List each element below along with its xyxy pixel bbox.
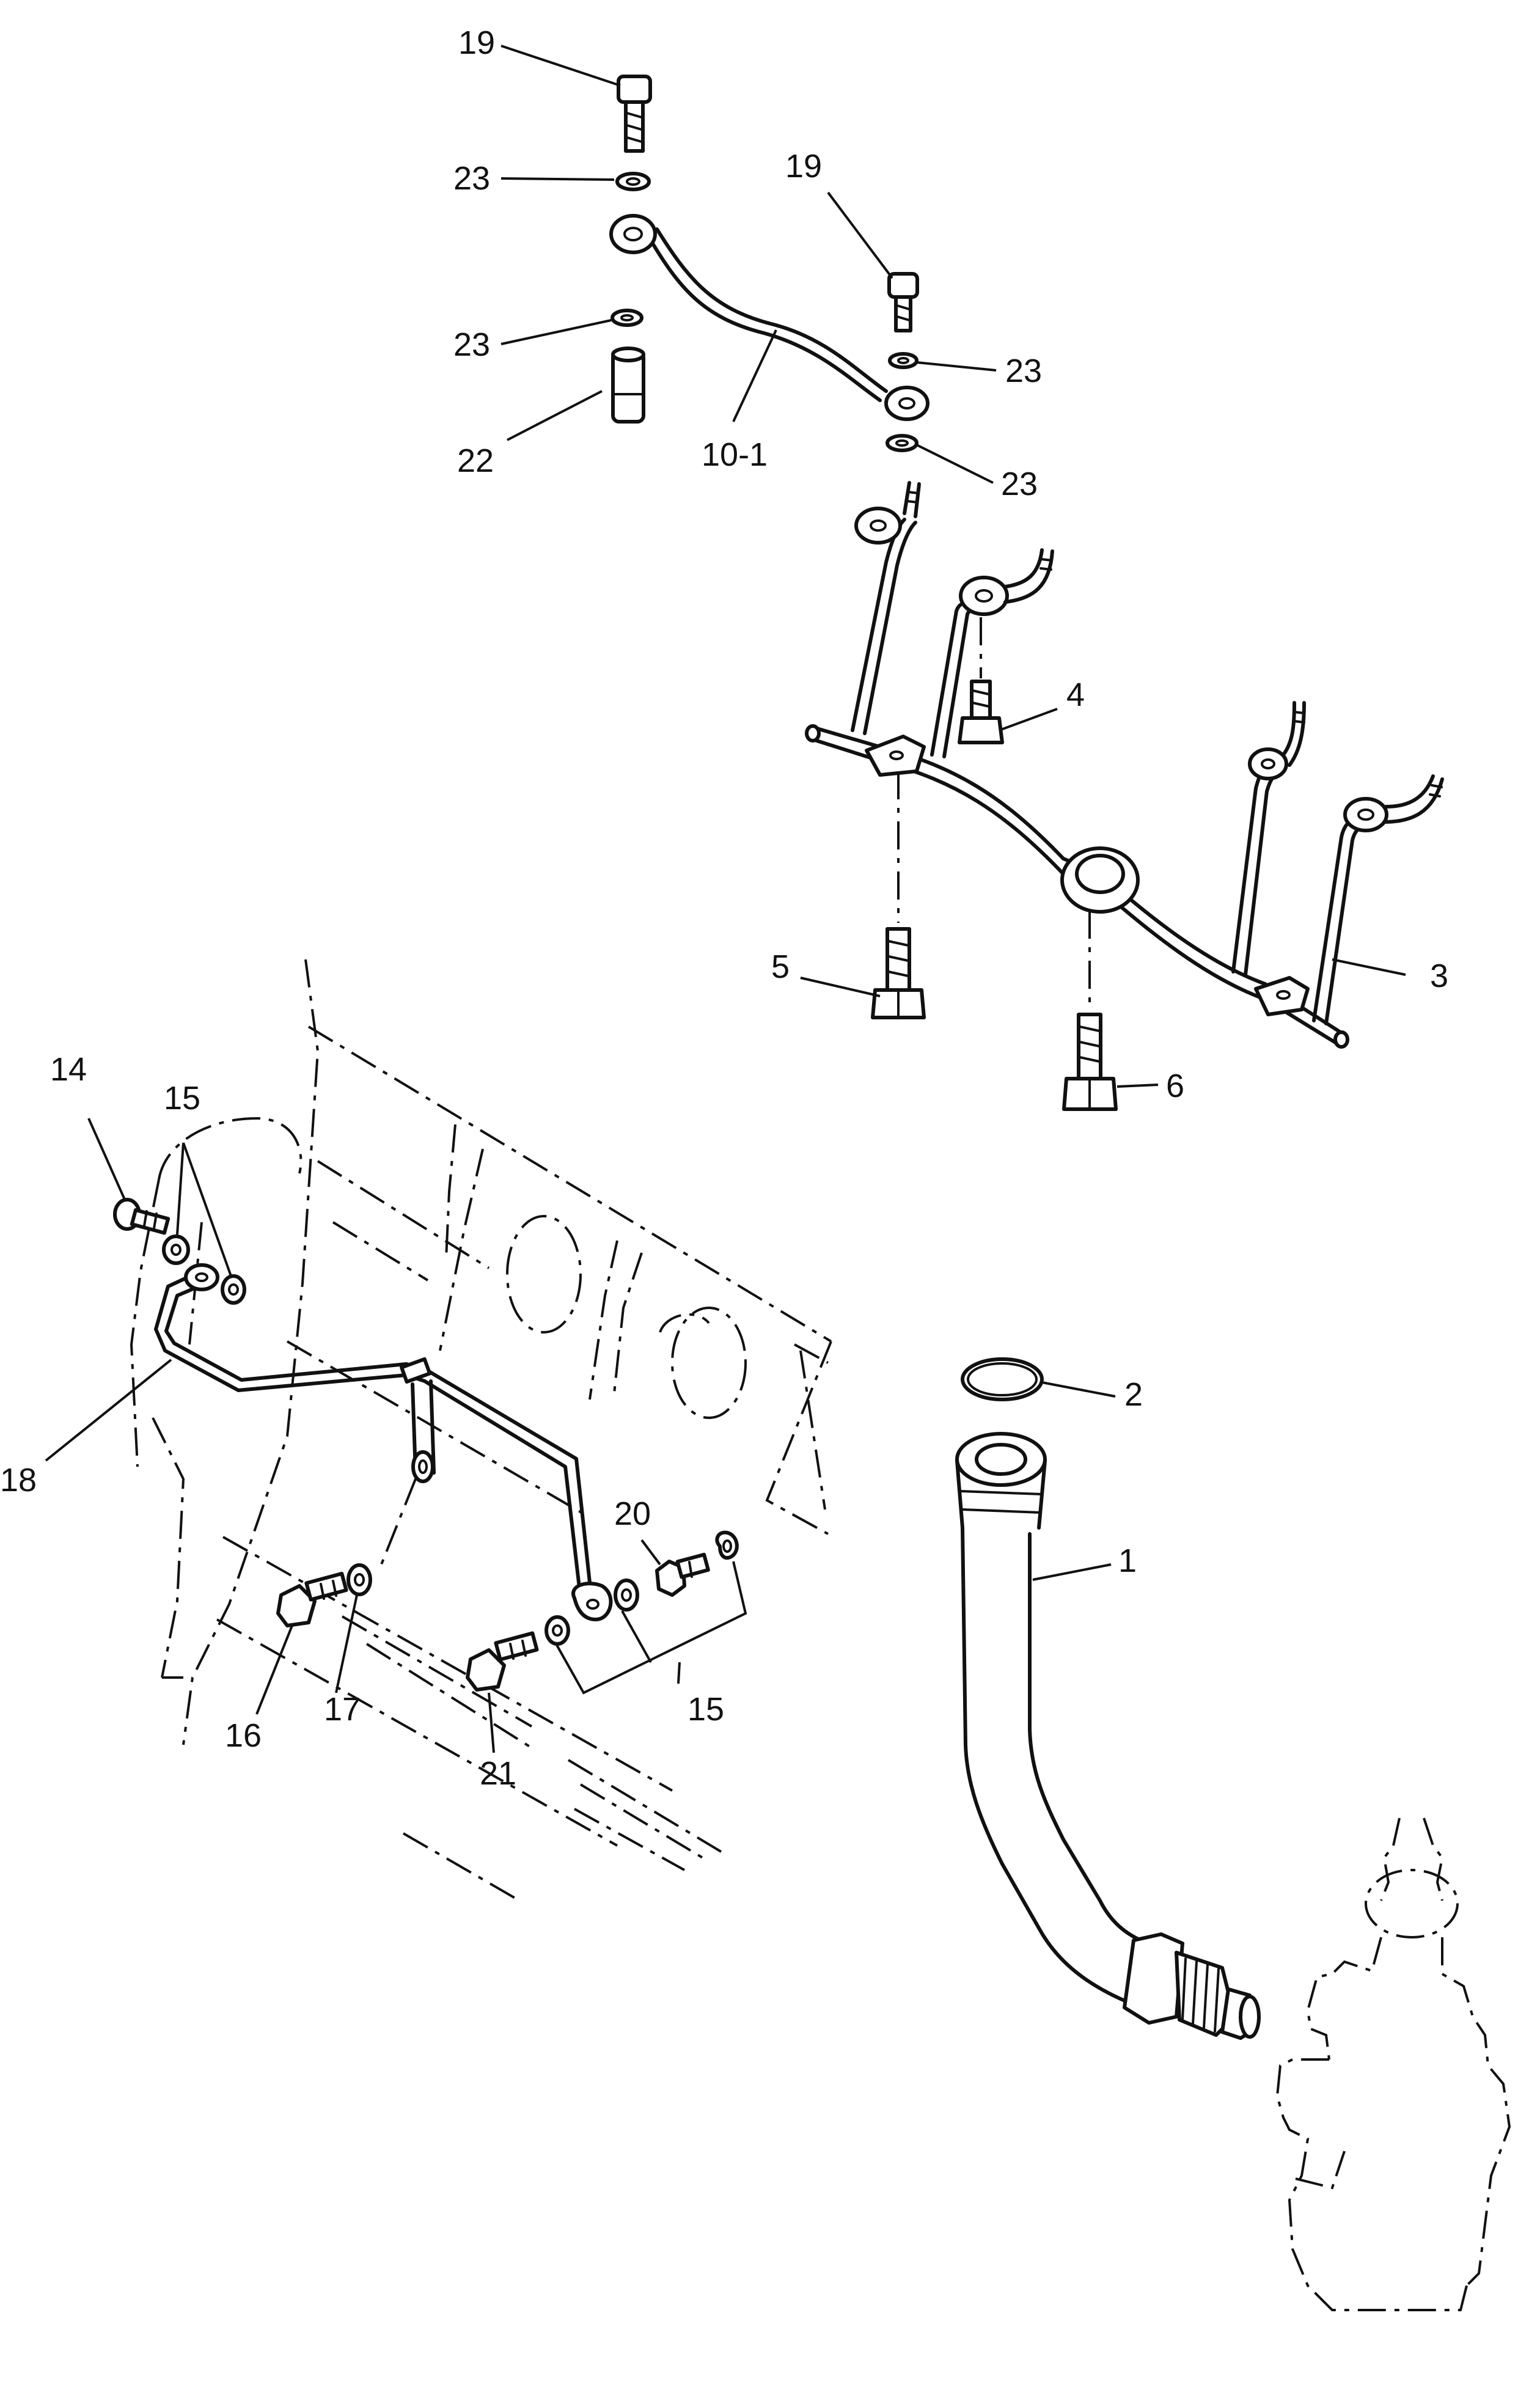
callout-1: 1	[1118, 1542, 1137, 1579]
center-line-bolt-16-17	[378, 1478, 417, 1571]
bolt-4	[958, 680, 1004, 744]
washer-23-mid-left	[610, 309, 644, 327]
callout-23-right-lower: 23	[1001, 466, 1038, 502]
washer-17	[346, 1563, 372, 1596]
injection-pump-outline	[1275, 1817, 1511, 2311]
leader-lines	[45, 45, 1406, 1753]
banjo-bolt-19-left	[617, 75, 652, 153]
bolt-6	[1062, 1013, 1118, 1111]
engine-block-outline	[130, 959, 832, 1902]
bolt-16	[276, 1571, 348, 1627]
callout-20: 20	[614, 1495, 651, 1532]
callout-4: 4	[1066, 677, 1085, 713]
pipe-1	[955, 1432, 1261, 2040]
washer-23-right-lower	[886, 434, 919, 452]
callout-18: 18	[0, 1462, 37, 1498]
callout-23-right-upper: 23	[1005, 353, 1042, 389]
callout-23-top-left: 23	[453, 160, 490, 197]
callout-17: 17	[324, 1691, 361, 1728]
adapter-22	[611, 347, 645, 424]
callout-5: 5	[771, 948, 790, 985]
callout-16: 16	[225, 1717, 262, 1754]
callout-3: 3	[1430, 958, 1448, 994]
pipe-10-1	[609, 214, 930, 421]
washer-15-d	[614, 1579, 639, 1612]
callout-2: 2	[1124, 1376, 1143, 1413]
banjo-bolt-14	[113, 1198, 170, 1235]
callout-19-top-left: 19	[458, 24, 495, 61]
callout-6: 6	[1166, 1068, 1184, 1104]
washer-23-top-left	[615, 172, 651, 191]
banjo-bolt-19-right	[887, 272, 919, 332]
bolt-21	[466, 1631, 539, 1692]
callout-19-top-right: 19	[785, 148, 822, 185]
washer-15-c	[544, 1615, 570, 1646]
callout-15-lower: 15	[688, 1691, 724, 1728]
o-ring-2	[961, 1357, 1044, 1401]
callout-22: 22	[457, 442, 494, 479]
washer-23-right-upper	[888, 352, 919, 369]
callout-labels: 19 23 19 23 23 22 10-1 23 4 5 3 6 14 15 …	[0, 24, 1448, 1792]
callout-15-upper: 15	[164, 1080, 200, 1117]
callout-14: 14	[50, 1051, 87, 1088]
pipe-18	[154, 1263, 613, 1621]
callout-10-1: 10-1	[702, 436, 768, 473]
bolt-5	[871, 927, 926, 1019]
banjo-bolt-20	[655, 1552, 710, 1597]
pipe-assembly-3	[805, 481, 1444, 1049]
washer-15-a	[162, 1234, 190, 1265]
washer-15-e	[715, 1530, 739, 1560]
callout-23-mid-left: 23	[453, 326, 490, 363]
callout-21: 21	[480, 1755, 516, 1792]
washer-15-b	[221, 1274, 246, 1305]
